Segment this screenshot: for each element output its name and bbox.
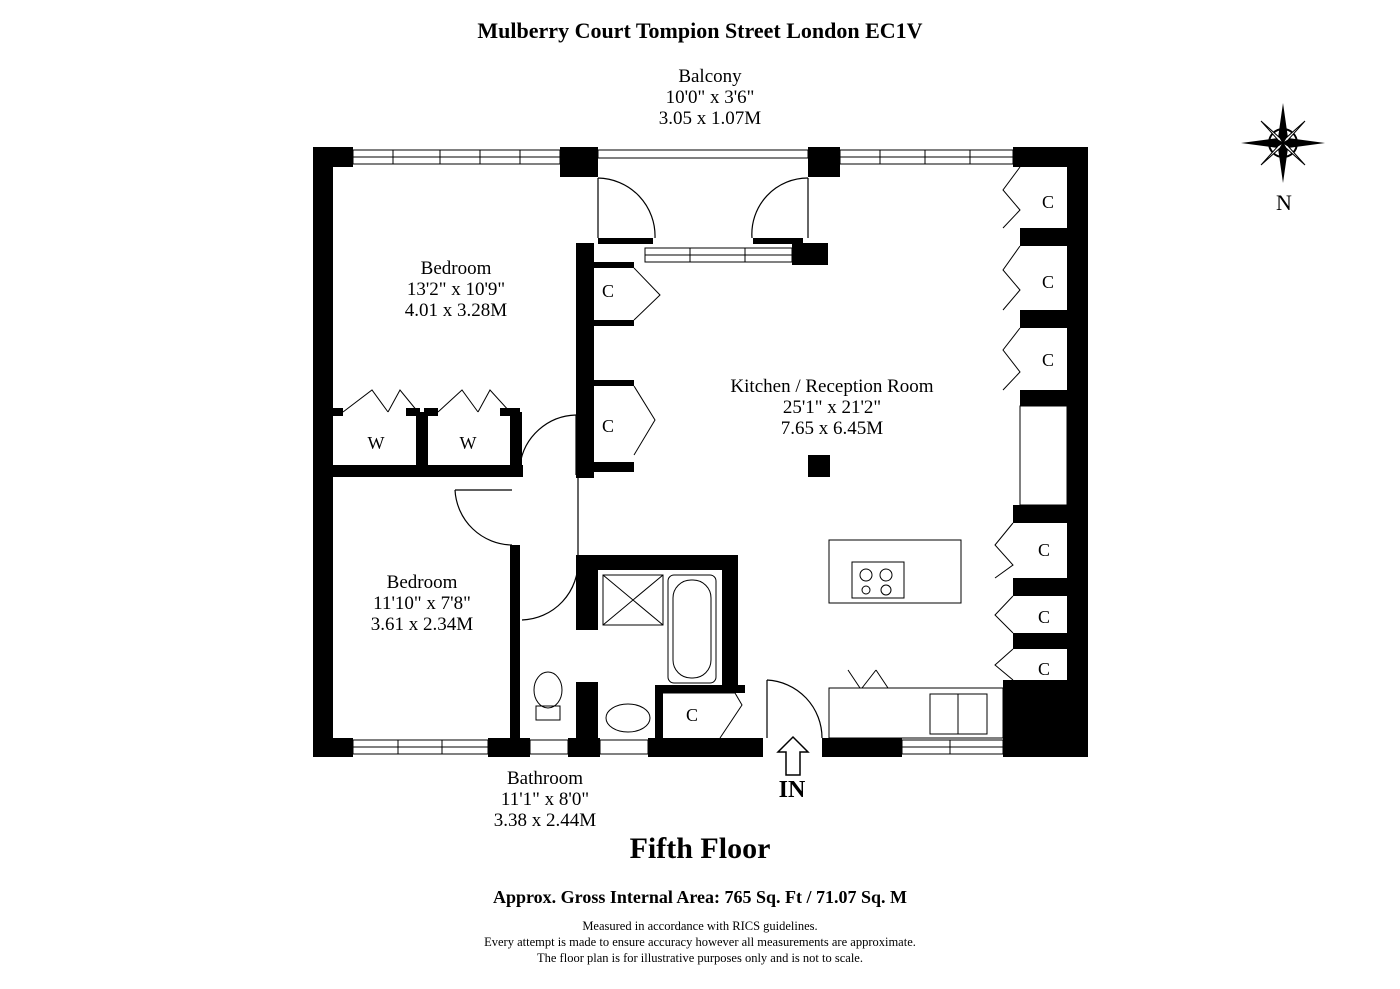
room-imperial: 11'10" x 7'8" xyxy=(373,593,471,614)
wardrobe-label: W xyxy=(367,433,385,453)
room-bathroom: Bathroom 11'1" x 8'0" 3.38 x 2.44M xyxy=(445,768,645,831)
disclaimer-line: The floor plan is for illustrative purpo… xyxy=(537,951,863,965)
room-name: Balcony xyxy=(678,66,742,87)
room-bedroom-1: Bedroom 13'2" x 10'9" 4.01 x 3.28M xyxy=(356,258,556,321)
north-label: N xyxy=(1276,190,1292,215)
room-balcony: Balcony 10'0" x 3'6" 3.05 x 1.07M xyxy=(610,66,810,129)
room-imperial: 13'2" x 10'9" xyxy=(406,279,506,300)
compass-rose-icon xyxy=(1241,103,1325,183)
cupboard-label: C xyxy=(1037,607,1050,627)
hob-icon xyxy=(851,561,905,599)
doors xyxy=(454,177,823,739)
room-metric: 3.61 x 2.34M xyxy=(370,614,474,635)
disclaimer-line: Measured in accordance with RICS guideli… xyxy=(582,919,818,933)
room-name: Bathroom xyxy=(507,768,583,789)
wardrobe-label: W xyxy=(459,433,477,453)
room-name: Bedroom xyxy=(420,258,492,279)
windows xyxy=(352,149,1068,755)
room-name: Kitchen / Reception Room xyxy=(730,376,934,397)
page-title: Mulberry Court Tompion Street London EC1… xyxy=(477,18,923,43)
room-imperial: 25'1" x 21'2" xyxy=(782,397,882,418)
cupboard-label: C xyxy=(601,281,614,301)
kitchen-fittings xyxy=(828,539,1004,739)
entrance-label: IN xyxy=(778,777,806,803)
walls xyxy=(313,147,1088,757)
cupboard-doors xyxy=(342,166,1021,739)
cupboard-label: C xyxy=(1037,540,1050,560)
kitchen-island xyxy=(828,539,962,604)
room-imperial: 10'0" x 3'6" xyxy=(665,87,755,108)
bathroom-fittings xyxy=(533,574,717,733)
room-metric: 3.38 x 2.44M xyxy=(493,810,597,831)
room-kitchen-reception: Kitchen / Reception Room 25'1" x 21'2" 7… xyxy=(682,376,982,439)
basin-icon xyxy=(605,703,651,733)
cupboard-label: C xyxy=(601,416,614,436)
room-metric: 4.01 x 3.28M xyxy=(404,300,508,321)
floor-name: Fifth Floor xyxy=(629,832,771,865)
room-bedroom-2: Bedroom 11'10" x 7'8" 3.61 x 2.34M xyxy=(322,572,522,635)
cupboard-label: C xyxy=(1041,350,1054,370)
gross-area: Approx. Gross Internal Area: 765 Sq. Ft … xyxy=(492,887,908,907)
cupboard-label: C xyxy=(685,705,698,725)
room-metric: 3.05 x 1.07M xyxy=(658,108,762,129)
shower-icon xyxy=(602,574,664,626)
cupboard-label: C xyxy=(1041,192,1054,212)
cupboard-label: C xyxy=(1041,272,1054,292)
disclaimer-line: Every attempt is made to ensure accuracy… xyxy=(484,935,916,949)
room-metric: 7.65 x 6.45M xyxy=(780,418,884,439)
entrance-arrow-icon xyxy=(776,735,810,776)
toilet-icon xyxy=(533,671,563,709)
cupboard-label: C xyxy=(1037,659,1050,679)
room-name: Bedroom xyxy=(386,572,458,593)
bath-icon xyxy=(667,574,717,684)
room-imperial: 11'1" x 8'0" xyxy=(500,789,590,810)
